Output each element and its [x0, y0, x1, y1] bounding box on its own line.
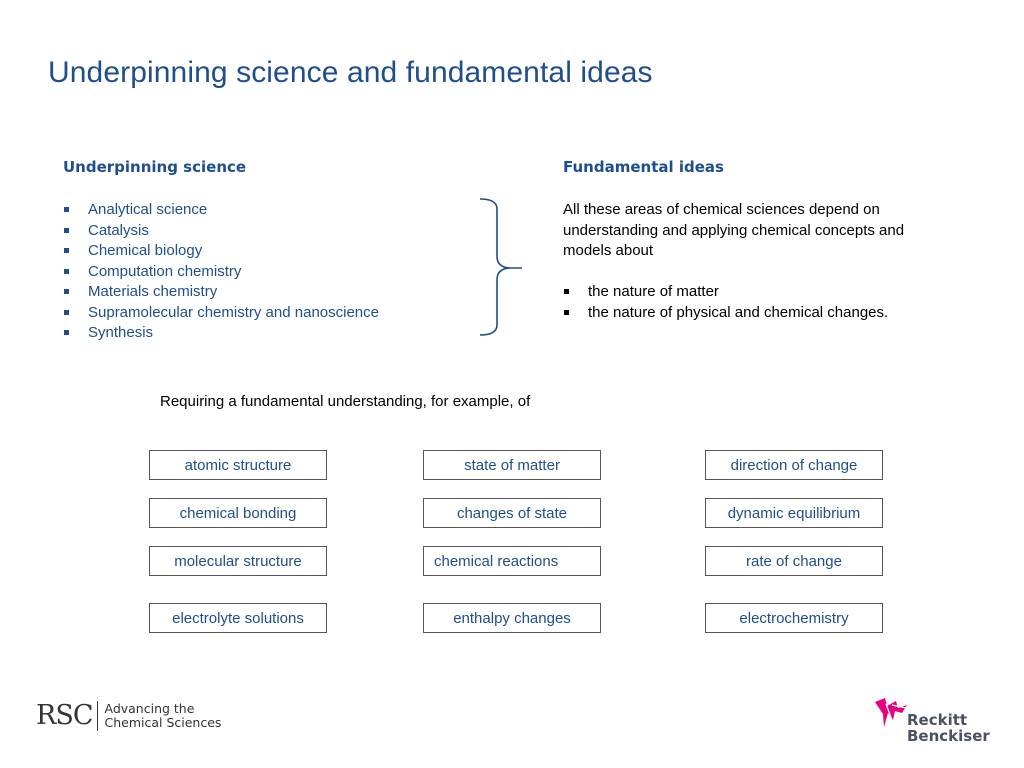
list-item: Computation chemistry: [63, 262, 379, 283]
fundamental-ideas-paragraph: All these areas of chemical sciences dep…: [563, 200, 904, 262]
underpinning-science-list: Analytical science Catalysis Chemical bi…: [63, 200, 379, 344]
bullet-icon: [64, 309, 69, 315]
concept-box: enthalpy changes: [423, 603, 601, 633]
reckitt-benckiser-logo: Reckitt Benckiser: [874, 696, 994, 752]
list-item-label: Supramolecular chemistry and nanoscience: [88, 303, 379, 321]
list-item: Catalysis: [63, 221, 379, 242]
bullet-icon: [64, 248, 69, 253]
bullet-icon: [64, 207, 69, 212]
list-item-label: Chemical biology: [88, 242, 203, 259]
intro-text: Requiring a fundamental understanding, f…: [160, 393, 531, 410]
list-item: the nature of physical and chemical chan…: [563, 303, 888, 324]
list-item-label: Computation chemistry: [88, 262, 242, 280]
concept-box: state of matter: [423, 450, 601, 480]
concept-box: direction of change: [705, 450, 883, 480]
fundamental-ideas-heading: Fundamental ideas: [563, 158, 724, 176]
paragraph-line: understanding and applying chemical conc…: [563, 221, 905, 239]
list-item: Supramolecular chemistry and nanoscience: [63, 303, 379, 324]
curly-bracket-icon: [479, 198, 522, 336]
rsc-wordmark: RSC: [36, 700, 93, 731]
list-item-label: the nature of matter: [588, 283, 719, 300]
concept-box: dynamic equilibrium: [705, 498, 883, 528]
list-item-label: Synthesis: [88, 324, 154, 341]
bullet-icon: [564, 289, 569, 294]
concept-box: electrochemistry: [705, 603, 883, 633]
rb-wordmark-line: Benckiser: [907, 727, 990, 745]
list-item: the nature of matter: [563, 282, 888, 303]
bullet-icon: [64, 289, 69, 294]
fundamental-ideas-list: the nature of matter the nature of physi…: [563, 282, 888, 323]
concept-box: atomic structure: [149, 450, 327, 480]
list-item-label: the nature of physical and chemical chan…: [588, 303, 889, 321]
rsc-divider: [97, 700, 99, 731]
slide-title: Underpinning science and fundamental ide…: [48, 56, 653, 89]
rsc-logo: RSC Advancing the Chemical Sciences: [36, 700, 221, 731]
list-item-label: Analytical science: [88, 201, 208, 218]
bullet-icon: [64, 268, 69, 274]
list-item: Synthesis: [63, 323, 379, 344]
rsc-tagline: Advancing the Chemical Sciences: [104, 700, 222, 730]
list-item: Chemical biology: [63, 241, 379, 262]
rb-wordmark: Reckitt Benckiser: [907, 712, 990, 744]
list-item: Analytical science: [63, 200, 379, 221]
concept-box: molecular structure: [149, 546, 327, 576]
bullet-icon: [64, 227, 69, 233]
rb-swirl-icon: [875, 698, 907, 727]
list-item-label: Catalysis: [88, 221, 149, 239]
bullet-icon: [564, 309, 569, 315]
concept-box: chemical bonding: [149, 498, 327, 528]
rsc-tagline-line: Advancing the: [104, 700, 195, 716]
concept-box: changes of state: [423, 498, 601, 528]
rsc-tagline-line: Chemical Sciences: [104, 714, 222, 730]
concept-box: chemical reactions: [423, 546, 601, 576]
paragraph-line: models about: [563, 242, 654, 259]
list-item: Materials chemistry: [63, 282, 379, 303]
bullet-icon: [64, 330, 69, 335]
concept-box: electrolyte solutions: [149, 603, 327, 633]
list-item-label: Materials chemistry: [88, 283, 218, 300]
rb-wordmark-line: Reckitt: [907, 711, 968, 729]
concept-box: rate of change: [705, 546, 883, 576]
underpinning-science-heading: Underpinning science: [63, 158, 247, 176]
paragraph-line: All these areas of chemical sciences dep…: [563, 201, 880, 218]
